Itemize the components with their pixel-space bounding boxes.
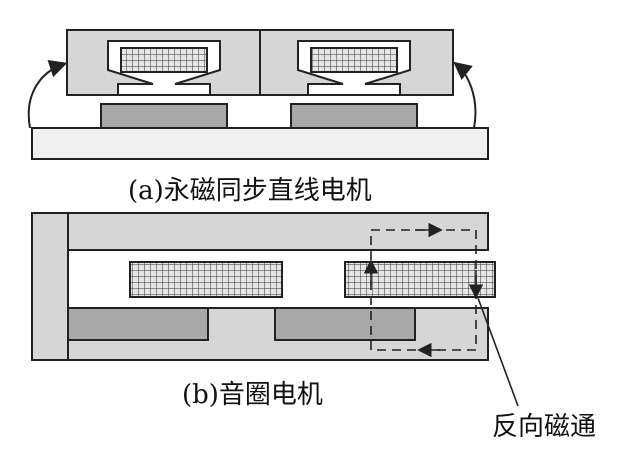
stator-base-plate bbox=[31, 127, 489, 160]
panel-b-voice-coil bbox=[31, 212, 519, 407]
magnetic-force-arrow-right bbox=[453, 61, 477, 129]
panel-a-pmsm bbox=[27, 29, 489, 160]
vcm-coil-right bbox=[344, 261, 496, 298]
panel-b-caption: (b)音圈电机 bbox=[182, 380, 323, 410]
permanent-magnet-left bbox=[100, 103, 228, 129]
reverse-flux-label: 反向磁通 bbox=[492, 412, 597, 442]
vcm-magnet-right bbox=[274, 307, 416, 341]
vcm-coil-left bbox=[129, 261, 283, 298]
panel-a-caption: (a)永磁同步直线电机 bbox=[128, 176, 372, 206]
permanent-magnet-right bbox=[290, 103, 418, 129]
vcm-magnet-left bbox=[67, 307, 209, 341]
flux-label-leader bbox=[477, 297, 519, 407]
winding-coil-left bbox=[120, 47, 208, 73]
magnetic-force-arrow-left bbox=[27, 60, 68, 129]
winding-coil-right bbox=[310, 47, 398, 73]
